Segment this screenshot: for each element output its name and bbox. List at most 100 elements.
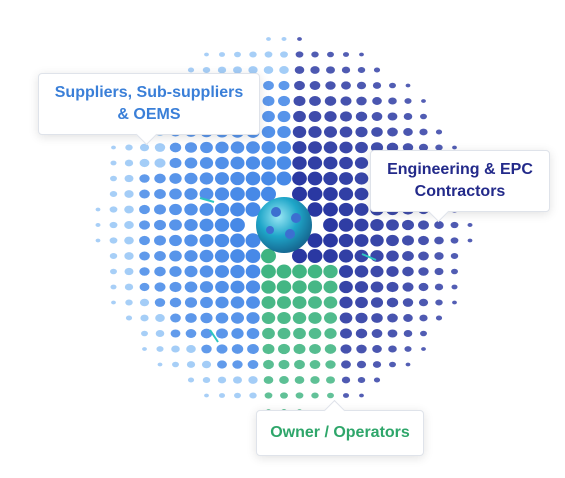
sphere-dot <box>230 202 245 217</box>
sphere-dot <box>307 171 323 186</box>
sphere-dot <box>340 328 352 339</box>
sphere-dot <box>419 314 428 322</box>
sphere-dot <box>214 187 230 201</box>
sphere-dot <box>263 359 274 370</box>
sphere-dot <box>124 190 134 198</box>
sphere-dot <box>216 328 228 339</box>
sphere-dot <box>308 312 322 324</box>
sphere-dot <box>169 219 182 231</box>
sphere-dot <box>249 51 257 58</box>
sphere-dot <box>308 296 322 309</box>
sphere-dot <box>154 204 166 215</box>
sphere-dot <box>357 67 366 73</box>
sphere-dot <box>326 376 335 384</box>
sphere-dot <box>245 186 261 202</box>
sphere-dot <box>356 344 367 354</box>
sphere-dot <box>214 218 230 232</box>
sphere-dot <box>323 202 338 217</box>
sphere-dot <box>184 281 198 293</box>
sphere-dot <box>248 66 258 74</box>
sphere-dot <box>403 113 413 120</box>
sphere-dot <box>435 144 443 151</box>
sphere-dot <box>387 127 398 137</box>
sphere-dot <box>355 111 368 122</box>
sphere-dot <box>307 186 323 202</box>
sphere-dot <box>339 141 353 154</box>
sphere-dot <box>340 96 352 106</box>
sphere-dot <box>294 359 305 370</box>
sphere-dot <box>310 376 320 384</box>
sphere-dot <box>323 156 338 170</box>
sphere-dot <box>154 235 166 246</box>
sphere-dot <box>139 204 150 215</box>
sphere-dot <box>323 264 338 279</box>
sphere-dot <box>276 296 292 309</box>
sphere-dot <box>278 80 290 91</box>
sphere-dot <box>356 360 367 369</box>
sphere-dot <box>232 360 243 369</box>
sphere-dot <box>307 280 323 294</box>
sphere-dot <box>110 160 117 166</box>
sphere-dot <box>292 186 307 202</box>
sphere-dot <box>354 187 369 201</box>
sphere-dot <box>95 223 101 227</box>
sphere-dot <box>186 345 196 353</box>
sphere-dot <box>230 312 245 324</box>
sphere-dot <box>217 376 227 384</box>
sphere-dot <box>216 344 228 354</box>
sphere-dot <box>323 141 338 154</box>
sphere-dot <box>139 251 150 261</box>
sphere-dot <box>280 51 288 58</box>
sphere-dot <box>200 141 213 154</box>
sphere-dot <box>186 361 196 368</box>
sphere-dot <box>264 51 273 58</box>
sphere-dot <box>354 172 369 185</box>
sphere-dot <box>124 205 134 214</box>
sphere-dot <box>110 284 117 290</box>
sphere-dot <box>418 282 429 292</box>
sphere-dot <box>402 298 414 307</box>
sphere-dot <box>154 298 166 307</box>
sphere-dot <box>276 264 292 279</box>
sphere-dot <box>277 327 291 340</box>
sphere-dot <box>95 207 101 212</box>
sphere-dot <box>218 52 226 57</box>
sphere-dot <box>357 377 366 383</box>
sphere-dot <box>139 220 150 230</box>
sphere-dot <box>276 171 292 186</box>
sphere-dot <box>308 126 322 138</box>
sphere-dot <box>199 281 214 293</box>
sphere-dot <box>339 296 353 309</box>
sphere-dot <box>371 313 383 323</box>
sphere-dot <box>293 95 306 107</box>
sphere-dot <box>339 312 353 324</box>
sphere-dot <box>234 51 241 58</box>
sphere-dot <box>199 234 214 247</box>
sphere-dot <box>187 67 195 73</box>
sphere-dot <box>261 126 276 138</box>
sphere-dot <box>355 312 368 324</box>
sphere-dot <box>154 188 166 200</box>
sphere-dot <box>338 172 354 185</box>
sphere-dot <box>246 141 260 154</box>
sphere-dot <box>215 156 229 170</box>
sphere-dot <box>230 187 245 201</box>
sphere-dot <box>204 52 209 57</box>
sphere-dot <box>184 265 198 278</box>
sphere-dot <box>154 143 166 152</box>
sphere-dot <box>169 250 182 262</box>
sphere-dot <box>450 253 459 259</box>
sphere-dot <box>214 202 230 217</box>
sphere-dot <box>356 96 367 106</box>
sphere-dot <box>451 284 458 290</box>
sphere-dot <box>373 67 381 73</box>
sphere-dot <box>276 141 292 154</box>
sphere-dot <box>418 220 429 230</box>
sphere-dot <box>231 344 244 354</box>
sphere-dot <box>371 112 383 121</box>
sphere-dot <box>402 219 414 231</box>
sphere-dot <box>404 346 412 352</box>
connector-lines <box>199 197 377 343</box>
sphere-dot <box>281 37 287 41</box>
sphere-dot <box>202 67 211 73</box>
